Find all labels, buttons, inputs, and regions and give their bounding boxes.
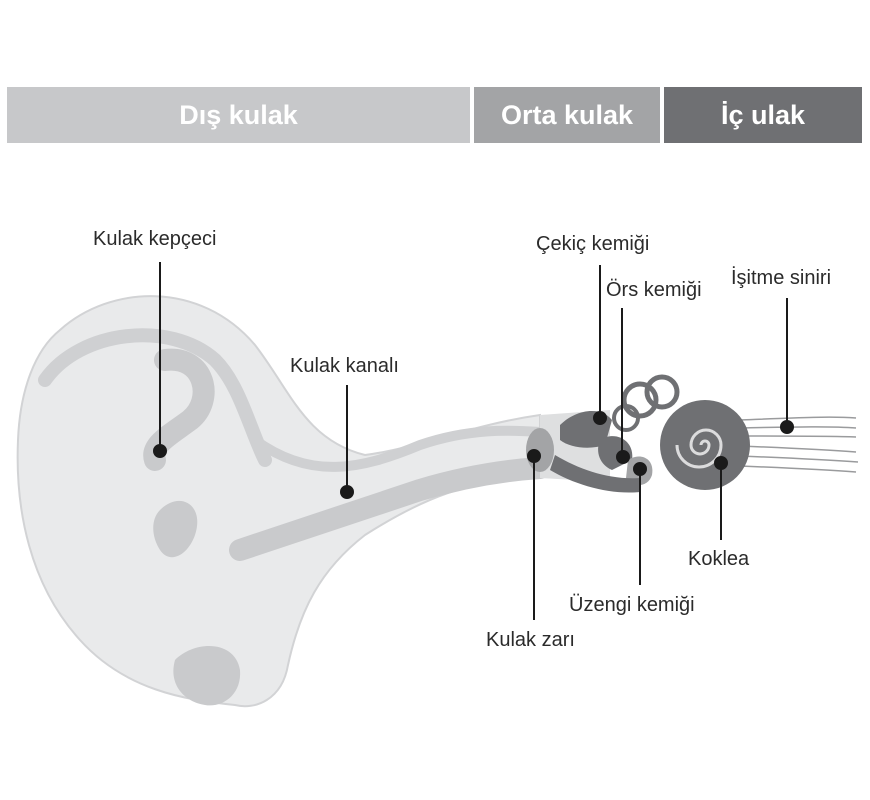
cochlea-spiral — [675, 428, 723, 469]
label-eardrum: Kulak zarı — [486, 629, 575, 651]
section-band-inner-ear: İç ulak — [664, 87, 862, 143]
section-band-middle-ear: Orta kulak — [474, 87, 660, 143]
leader-dot-ear-canal — [340, 485, 354, 499]
semicircular-canal — [644, 374, 680, 410]
middle-ear-base — [550, 455, 640, 493]
ear-canal-upper-wall — [252, 425, 541, 472]
leader-dot-eardrum — [527, 449, 541, 463]
helix-fold — [38, 328, 272, 467]
section-label-inner-ear: İç ulak — [720, 99, 806, 130]
leader-dot-cochlea — [714, 456, 728, 470]
label-auditory-nerve: İşitme siniri — [731, 267, 832, 289]
leader-dot-stapes — [633, 462, 647, 476]
label-incus: Örs kemiği — [606, 279, 702, 301]
section-label-outer-ear: Dış kulak — [179, 99, 298, 130]
label-malleus: Çekiç kemiği — [536, 233, 650, 255]
lobe-fold — [173, 646, 241, 706]
label-pinna: Kulak kepçeci — [93, 228, 217, 250]
ear-canal-lower-fold — [229, 457, 551, 561]
label-cochlea: Koklea — [688, 548, 750, 570]
semicircular-canal — [621, 381, 659, 419]
leader-dot-auditory-nerve — [780, 420, 794, 434]
leader-dot-pinna — [153, 444, 167, 458]
leader-dot-incus — [616, 450, 630, 464]
auditory-nerve-fibers — [739, 416, 859, 473]
eardrum-shape — [526, 428, 554, 472]
cochlea-shape — [660, 400, 750, 490]
semicircular-canal — [612, 404, 640, 432]
section-band-outer-ear: Dış kulak — [7, 87, 470, 143]
pinna-shape — [16, 295, 541, 708]
antitragus-fold — [153, 500, 198, 558]
label-ear-canal: Kulak kanalı — [290, 355, 399, 377]
label-stapes: Üzengi kemiği — [569, 594, 695, 616]
leader-dot-malleus — [593, 411, 607, 425]
section-label-middle-ear: Orta kulak — [500, 99, 634, 130]
